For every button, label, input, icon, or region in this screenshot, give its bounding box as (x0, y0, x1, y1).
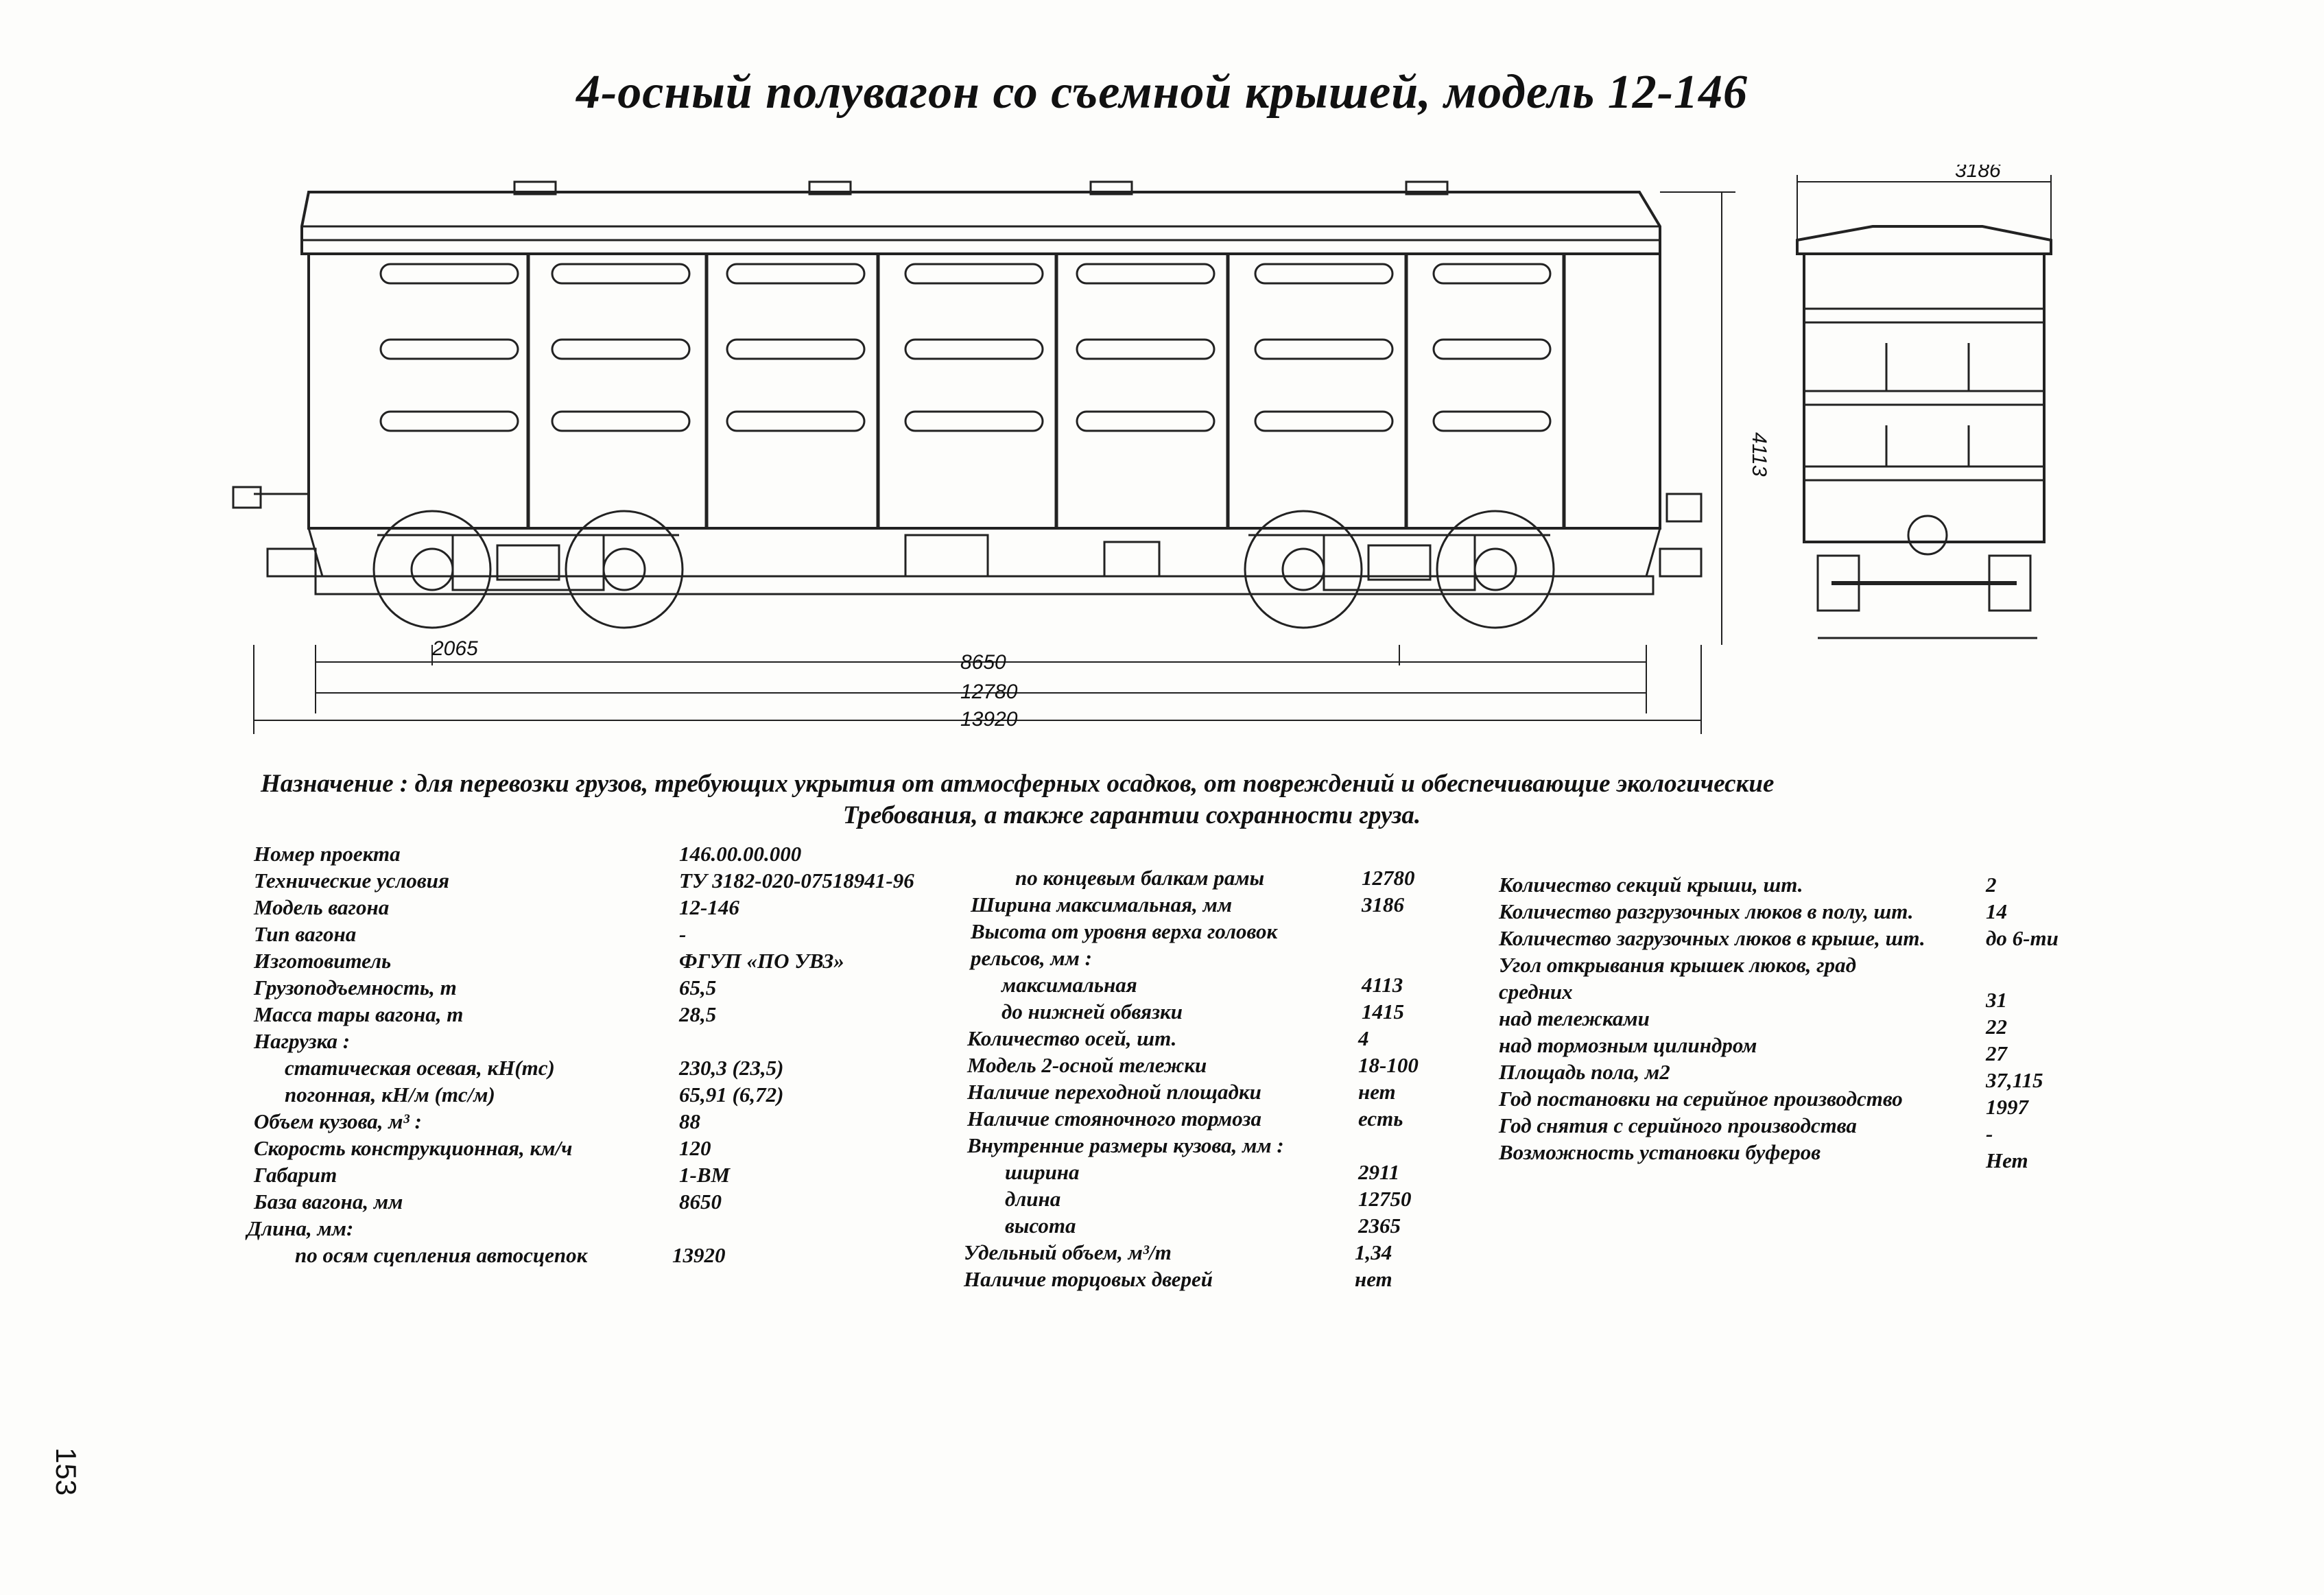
spec-row: над тележками (1499, 1006, 1650, 1030)
spec-row: Количество загрузочных люков в крыше, шт… (1499, 926, 1925, 950)
spec-value: 230,3 (23,5) (679, 1056, 784, 1080)
purpose-line-2: Требования, а также гарантии сохранности… (842, 801, 1421, 829)
spec-row: Длина, мм: (247, 1216, 354, 1240)
spec-value: 1415 (1362, 1000, 1404, 1024)
spec-row: рельсов, мм : (971, 946, 1092, 970)
spec-value: 120 (679, 1136, 711, 1160)
spec-row: Габарит (254, 1163, 337, 1187)
bogie-left (372, 510, 684, 629)
spec-value: 4113 (1362, 973, 1403, 997)
spec-row: Модель 2-осной тележки (967, 1053, 1207, 1077)
spec-row: Тип вагона (254, 922, 357, 946)
spec-row: Количество разгрузочных люков в полу, шт… (1499, 899, 1914, 923)
page-title: 4-осный полувагон со съемной крышей, мод… (576, 66, 1748, 119)
spec-value: 1,34 (1355, 1240, 1392, 1264)
spec-value: 8650 (679, 1190, 722, 1214)
end-view: 3186 (1796, 165, 2052, 639)
spec-row: по концевым балкам рамы (1015, 866, 1265, 890)
spec-row: Технические условия (254, 869, 449, 893)
spec-row: над тормозным цилиндром (1499, 1033, 1757, 1057)
spec-row: Грузоподъемность, т (254, 976, 457, 1000)
dim-height: 4113 (1748, 432, 1770, 477)
spec-value: 1-ВМ (679, 1163, 731, 1187)
spec-row: Наличие переходной площадки (967, 1080, 1261, 1104)
purpose-line-1: Назначение : для перевозки грузов, требу… (261, 770, 1775, 798)
spec-row: статическая осевая, кН(тс) (285, 1056, 555, 1080)
spec-value: 22 (1986, 1015, 2007, 1039)
spec-value: есть (1358, 1107, 1403, 1131)
spec-row: Возможность установки буферов (1499, 1140, 1821, 1164)
spec-row: Модель вагона (254, 895, 390, 919)
bogie-right (1244, 510, 1555, 629)
spec-value: 2911 (1358, 1160, 1400, 1184)
purpose-text: Назначение : для перевозки грузов, требу… (261, 768, 2113, 831)
spec-value: ТУ 3182-020-07518941-96 (679, 869, 914, 893)
spec-row: средних (1499, 980, 1573, 1004)
spec-value: 12-146 (679, 895, 739, 919)
spec-value: ФГУП «ПО УВЗ» (679, 949, 844, 973)
spec-value: нет (1358, 1080, 1396, 1104)
spec-row: Скорость конструкционная, км/ч (254, 1136, 573, 1160)
spec-value: 14 (1986, 899, 2007, 923)
spec-row: Нагрузка : (254, 1029, 351, 1053)
spec-value: 88 (679, 1109, 700, 1133)
spec-value: до 6-ти (1986, 926, 2059, 950)
spec-row: Угол открывания крышек люков, град (1499, 953, 1857, 977)
spec-row: ширина (1005, 1160, 1080, 1184)
spec-row: высота (1005, 1214, 1076, 1238)
spec-row: Количество осей, шт. (967, 1026, 1177, 1050)
spec-row: Наличие торцовых дверей (964, 1267, 1213, 1291)
dim-width: 3186 (1955, 165, 2001, 182)
spec-value: - (1986, 1122, 1993, 1146)
spec-row: Год постановки на серийное производство (1499, 1087, 1903, 1111)
dim-12780: 12780 (960, 681, 1018, 703)
side-view: 4113 2065 8650 12780 13920 (232, 180, 1770, 734)
spec-value: 28,5 (679, 1002, 717, 1026)
spec-value: 13920 (672, 1243, 726, 1267)
spec-value: 27 (1986, 1041, 2007, 1065)
spec-value: 18-100 (1358, 1053, 1419, 1077)
spec-row: длина (1005, 1187, 1061, 1211)
spec-value: нет (1355, 1267, 1392, 1291)
spec-row: База вагона, мм (254, 1190, 403, 1214)
spec-value: 146.00.00.000 (679, 842, 802, 866)
spec-value: 65,5 (679, 976, 717, 1000)
spec-row: Удельный объем, м³/т (964, 1240, 1172, 1264)
spec-value: 3186 (1362, 893, 1404, 917)
spec-row: до нижней обвязки (1001, 1000, 1183, 1024)
spec-row: Количество секций крыши, шт. (1499, 873, 1803, 897)
spec-value: 2 (1986, 873, 1997, 897)
dim-8650: 8650 (960, 651, 1006, 674)
spec-value: 31 (1986, 988, 2007, 1012)
spec-row: Масса тары вагона, т (254, 1002, 464, 1026)
spec-row: Наличие стояночного тормоза (967, 1107, 1261, 1131)
spec-value: Нет (1986, 1148, 2028, 1172)
spec-value: 2365 (1358, 1214, 1401, 1238)
spec-row: Год снятия с серийного производства (1499, 1113, 1857, 1137)
spec-value: - (679, 922, 687, 946)
spec-row: погонная, кН/м (тс/м) (285, 1083, 495, 1107)
spec-row: Номер проекта (254, 842, 401, 866)
spec-value: 1997 (1986, 1095, 2028, 1119)
spec-row: Внутренние размеры кузова, мм : (967, 1133, 1284, 1157)
spec-row: по осям сцепления автосцепок (295, 1243, 588, 1267)
spec-row: Ширина максимальная, мм (971, 893, 1233, 917)
spec-row: Площадь пола, м2 (1499, 1060, 1670, 1084)
wagon-drawing: 4113 2065 8650 12780 13920 3186 (232, 165, 2052, 734)
spec-row: Объем кузова, м³ : (254, 1109, 422, 1133)
spec-value: 12750 (1358, 1187, 1412, 1211)
dim-2065: 2065 (431, 637, 478, 660)
spec-value: 4 (1358, 1026, 1369, 1050)
spec-row: Изготовитель (254, 949, 392, 973)
spec-value: 12780 (1362, 866, 1415, 890)
page-number: 153 (50, 1448, 82, 1496)
spec-row: Высота от уровня верха головок (971, 919, 1278, 943)
spec-value: 37,115 (1986, 1068, 2043, 1092)
spec-value: 65,91 (6,72) (679, 1083, 784, 1107)
spec-row: максимальная (1001, 973, 1137, 997)
dim-13920: 13920 (960, 708, 1018, 731)
